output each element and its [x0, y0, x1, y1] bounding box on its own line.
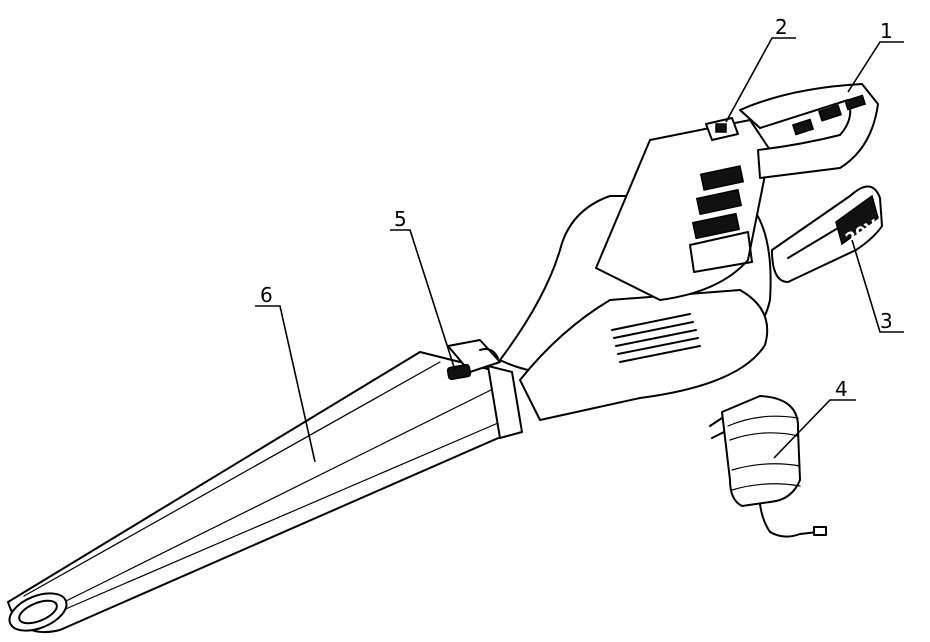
battery-charger — [709, 395, 827, 538]
callout-1: 1 — [880, 19, 893, 43]
power-switch — [705, 117, 739, 141]
handle — [739, 83, 879, 179]
tube-release-latch — [446, 339, 501, 381]
callout-6: 6 — [260, 283, 273, 307]
callout-3: 3 — [880, 309, 893, 333]
blower-tube — [7, 351, 523, 634]
callout-5: 5 — [394, 207, 407, 231]
air-vents — [611, 313, 701, 363]
callouts: 1 2 3 4 5 6 — [255, 15, 904, 463]
main-housing — [499, 119, 772, 421]
callout-2: 2 — [775, 15, 788, 39]
callout-4: 4 — [835, 377, 848, 401]
battery-pack: 20V — [771, 185, 883, 283]
